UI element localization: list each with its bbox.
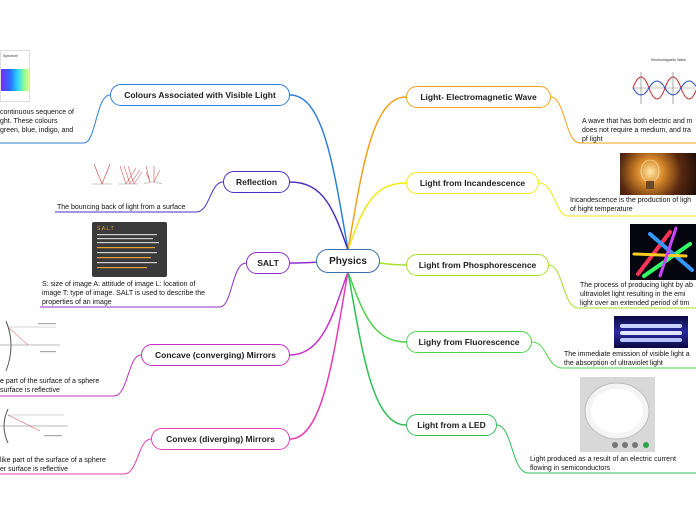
em-image-title: Electromagnetic Wave xyxy=(651,58,686,62)
led-ceiling-light-photo xyxy=(580,377,655,452)
topic-label: Colours Associated with Visible Light xyxy=(124,90,276,100)
topic-electromagnetic-wave[interactable]: Light- Electromagnetic Wave xyxy=(406,86,551,108)
glowing-sticks-photo xyxy=(630,224,696,280)
topic-visible-light-colours[interactable]: Colours Associated with Visible Light xyxy=(110,84,290,106)
note-led: Light produced as a result of an electri… xyxy=(530,455,696,473)
note-line: ultraviolet light resulting in the emi xyxy=(580,291,686,298)
central-topic[interactable]: Physics xyxy=(316,249,380,273)
note-line: flowing in semiconductors xyxy=(530,465,611,472)
note-visible-light-colours: continuous sequence of ght. These colour… xyxy=(0,108,86,135)
concave-mirror-diagram xyxy=(0,315,62,375)
topic-salt[interactable]: SALT xyxy=(246,252,290,274)
topic-convex-mirrors[interactable]: Convex (diverging) Mirrors xyxy=(151,428,290,450)
salt-card: S.A.L.T xyxy=(92,222,167,277)
reflection-diagram xyxy=(90,154,165,194)
note-reflection: The bouncing back of light from a surfac… xyxy=(57,203,207,212)
note-line: S: size of image A: attitude of image L:… xyxy=(42,281,196,288)
fluorescent-tubes-photo xyxy=(614,316,688,348)
topic-incandescence[interactable]: Light from Incandescence xyxy=(406,172,539,194)
note-line: ght. These colours xyxy=(0,118,58,125)
topic-led[interactable]: Light from a LED xyxy=(406,414,497,436)
note-line: A wave that has both electric and m xyxy=(582,118,693,125)
note-phosphorescence: The process of producing light by ab ult… xyxy=(580,281,696,308)
note-convex-mirrors: like part of the surface of a sphere er … xyxy=(0,456,122,474)
light-bulb-photo xyxy=(620,153,696,195)
note-incandescence: Incandescence is the production of ligh … xyxy=(570,196,696,214)
electromagnetic-wave-diagram: Electromagnetic Wave xyxy=(631,52,696,112)
topic-label: Reflection xyxy=(235,177,278,187)
note-line: image T: type of image. SALT is used to … xyxy=(42,290,206,297)
note-salt: S: size of image A: attitude of image L:… xyxy=(42,280,222,307)
topic-label: Lighy from Fluorescence xyxy=(418,337,520,347)
spectrum-image-title: Spectrum xyxy=(3,54,18,58)
salt-card-title: S.A.L.T xyxy=(97,226,114,232)
note-fluorescence: The immediate emission of visible light … xyxy=(564,350,696,368)
note-line: e part of the surface of a sphere xyxy=(0,378,100,385)
topic-fluorescence[interactable]: Lighy from Fluorescence xyxy=(406,331,532,353)
note-line: the absorption of ultraviolet light xyxy=(564,360,663,367)
note-line: continuous sequence of xyxy=(0,109,74,116)
topic-label: Concave (converging) Mirrors xyxy=(155,350,276,360)
topic-label: Light from Phosphorescence xyxy=(418,260,537,270)
note-electromagnetic-wave: A wave that has both electric and m does… xyxy=(582,117,696,144)
note-line: properties of an image xyxy=(42,299,112,306)
topic-label: Light from a LED xyxy=(417,420,486,430)
topic-phosphorescence[interactable]: Light from Phosphorescence xyxy=(406,254,549,276)
note-line: light over an extended period of tim xyxy=(580,300,690,307)
note-concave-mirrors: e part of the surface of a sphere surfac… xyxy=(0,377,112,395)
topic-label: Light- Electromagnetic Wave xyxy=(420,92,537,102)
note-line: The process of producing light by ab xyxy=(580,282,693,289)
note-line: green, blue, indigo, and xyxy=(0,127,74,134)
note-line: Incandescence is the production of ligh xyxy=(570,197,692,204)
note-line: er surface is reflective xyxy=(0,466,69,473)
note-line: like part of the surface of a sphere xyxy=(0,457,106,464)
note-line: of hight temperature xyxy=(570,206,633,213)
spectrum-image: Spectrum xyxy=(0,50,30,102)
central-topic-label: Physics xyxy=(329,255,367,267)
note-line: does not require a medium, and tra xyxy=(582,127,691,134)
topic-reflection[interactable]: Reflection xyxy=(223,171,290,193)
topic-label: Convex (diverging) Mirrors xyxy=(166,434,275,444)
note-line: Light produced as a result of an electri… xyxy=(530,456,676,463)
note-line: pf light xyxy=(582,136,603,143)
note-line: surface is reflective xyxy=(0,387,60,394)
note-line: The bouncing back of light from a surfac… xyxy=(57,204,186,211)
note-line: The immediate emission of visible light … xyxy=(564,351,690,358)
convex-mirror-diagram xyxy=(0,405,70,447)
topic-concave-mirrors[interactable]: Concave (converging) Mirrors xyxy=(141,344,290,366)
topic-label: SALT xyxy=(257,258,279,268)
topic-label: Light from Incandescence xyxy=(419,178,526,188)
